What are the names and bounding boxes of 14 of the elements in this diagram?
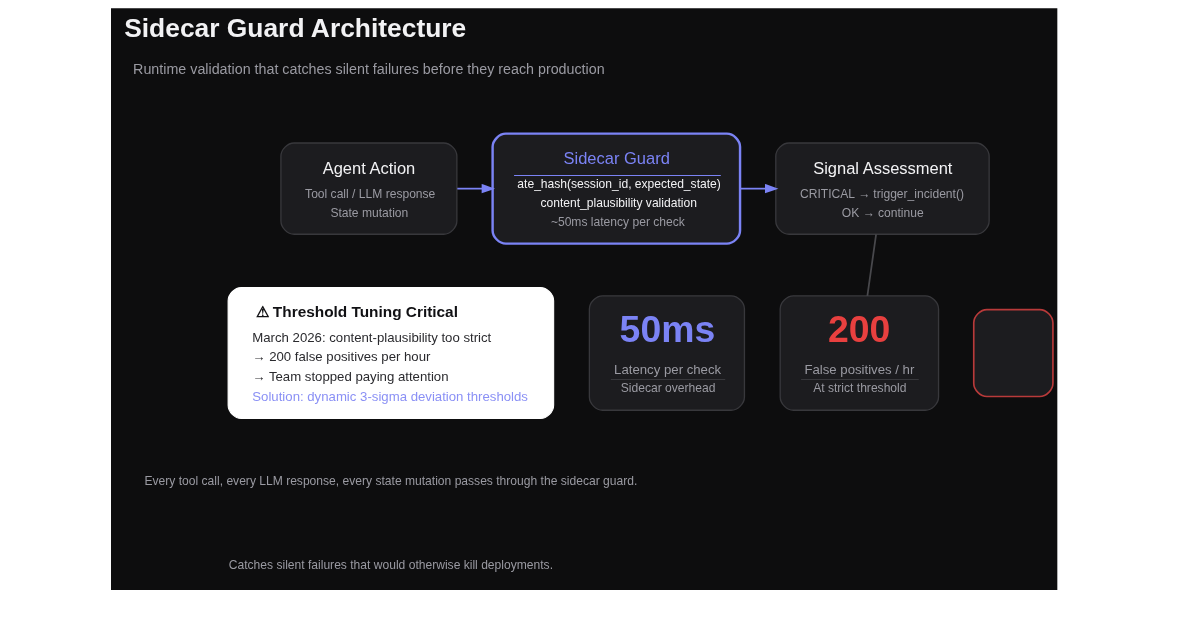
connector — [866, 233, 877, 297]
label: Runtime validation that catches silent failures before they reach production — [133, 60, 605, 77]
arrow — [456, 183, 496, 194]
node-box: Sidecar Guard ate_hash(session_id, expected_state) content_plausibility validation ~50ms latency per check — [491, 132, 742, 245]
node-box: Agent Action Tool call / LLM response State mutation — [280, 142, 458, 235]
label: Every tool call, every LLM response, every state mutation passes through the sidecar guard. — [144, 474, 638, 489]
node-box: Signal Assessment CRITICAL → trigger_incident() OK → continue — [775, 142, 990, 235]
node-box — [972, 308, 1054, 398]
diagram-title: Sidecar Guard Architecture — [124, 13, 467, 44]
node-box: ⚠ Threshold Tuning Critical March 2026: content-plausibility too strict → 200 false positives per hour → Team stopped paying attention Solution: dynamic 3-sigma deviation thresholds — [227, 287, 555, 420]
label: Catches silent failures that would otherwise kill deployments. — [228, 557, 554, 572]
node-box: 50ms Latency per check Sidecar overhead — [588, 295, 746, 411]
node-box: 200 False positives / hr At strict threshold — [779, 295, 940, 411]
arrow — [739, 183, 779, 194]
